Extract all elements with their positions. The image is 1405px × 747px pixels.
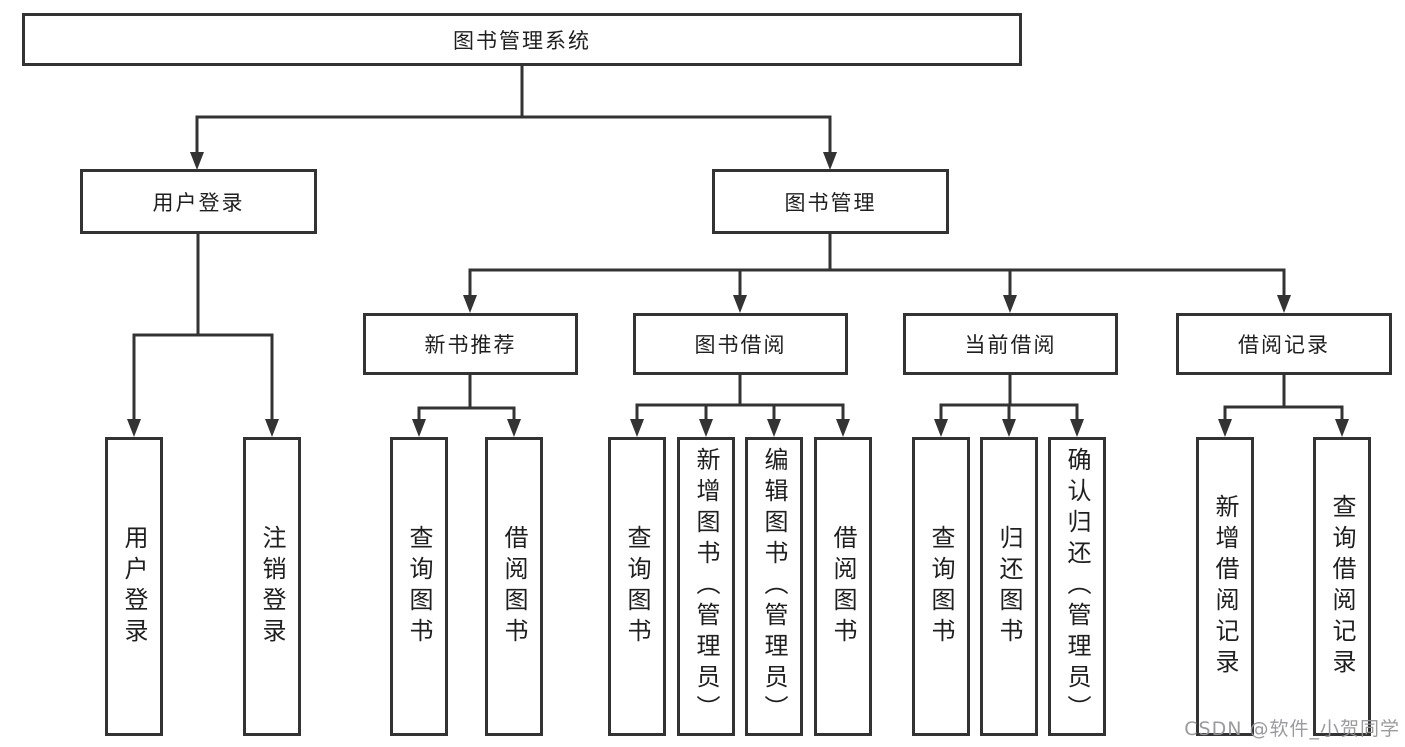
leaf-cb-confirm-return-admin: 确认归还（管理员） xyxy=(1048,437,1106,736)
leaf-logout-label: 注销登录 xyxy=(258,524,286,649)
leaf-bb-add-books-admin: 新增图书（管理员） xyxy=(677,437,735,736)
leaf-bb-borrow-books-label: 借阅图书 xyxy=(829,524,857,649)
node-new-book-recommend: 新书推荐 xyxy=(363,313,578,375)
leaf-cb-query-books: 查询图书 xyxy=(912,437,970,736)
leaf-cb-return-books: 归还图书 xyxy=(980,437,1038,736)
leaf-user-login: 用户登录 xyxy=(105,437,163,736)
leaf-bb-edit-books-admin-label: 编辑图书（管理员） xyxy=(760,447,788,726)
leaf-bb-query-books: 查询图书 xyxy=(608,437,666,736)
node-user-login: 用户登录 xyxy=(80,169,317,234)
node-book-management: 图书管理 xyxy=(712,169,949,234)
leaf-logout: 注销登录 xyxy=(243,437,301,736)
leaf-br-add-record: 新增借阅记录 xyxy=(1196,437,1254,736)
node-book-borrow: 图书借阅 xyxy=(633,313,848,375)
leaf-user-login-label: 用户登录 xyxy=(120,524,148,649)
leaf-bb-borrow-books: 借阅图书 xyxy=(814,437,872,736)
leaf-bb-edit-books-admin: 编辑图书（管理员） xyxy=(745,437,803,736)
leaf-nbr-borrow-books: 借阅图书 xyxy=(485,437,543,736)
leaf-nbr-query-books: 查询图书 xyxy=(390,437,448,736)
leaf-bb-add-books-admin-label: 新增图书（管理员） xyxy=(692,447,720,726)
leaf-br-query-record-label: 查询借阅记录 xyxy=(1328,493,1356,680)
node-root: 图书管理系统 xyxy=(22,13,1022,66)
leaf-nbr-query-books-label: 查询图书 xyxy=(405,524,433,649)
leaf-br-add-record-label: 新增借阅记录 xyxy=(1211,493,1239,680)
leaf-br-query-record: 查询借阅记录 xyxy=(1313,437,1371,736)
node-borrow-records: 借阅记录 xyxy=(1176,313,1392,375)
leaf-bb-query-books-label: 查询图书 xyxy=(623,524,651,649)
leaf-nbr-borrow-books-label: 借阅图书 xyxy=(500,524,528,649)
leaf-cb-query-books-label: 查询图书 xyxy=(927,524,955,649)
leaf-cb-return-books-label: 归还图书 xyxy=(995,524,1023,649)
leaf-cb-confirm-return-admin-label: 确认归还（管理员） xyxy=(1063,447,1091,726)
node-current-borrow: 当前借阅 xyxy=(903,313,1118,375)
csdn-watermark: CSDN @软件_小贺同学 xyxy=(1184,718,1400,740)
